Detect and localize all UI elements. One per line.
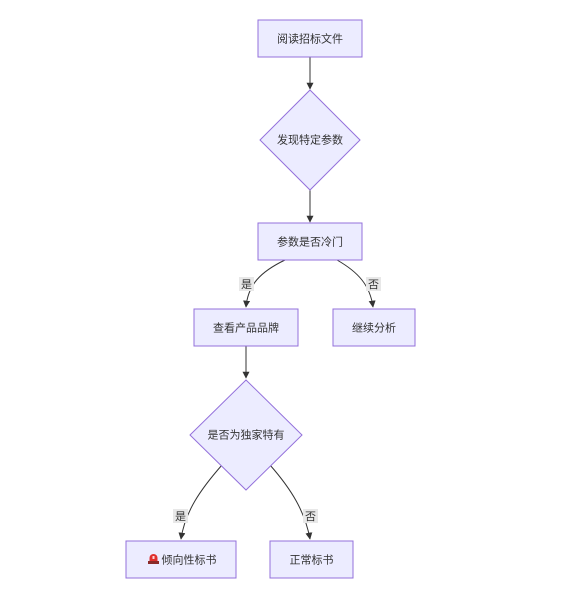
node-continue: 继续分析 <box>332 308 416 347</box>
node-normal-label: 正常标书 <box>290 553 334 567</box>
edge-label-rare-yes-text: 是 <box>241 278 252 291</box>
node-exclusive: 是否为独家特有 <box>189 379 303 491</box>
node-check-brand: 查看产品品牌 <box>193 308 299 347</box>
edge-rare-to-brand <box>243 259 286 308</box>
node-params-rare-label: 参数是否冷门 <box>277 235 343 249</box>
edge-label-rare-yes: 是 <box>239 277 254 291</box>
node-biased: 倾向性标书 <box>125 540 237 579</box>
node-check-brand-label: 查看产品品牌 <box>213 321 279 335</box>
node-biased-label: 倾向性标书 <box>162 553 217 567</box>
edge-label-rare-no: 否 <box>366 277 381 291</box>
edge-label-exclusive-yes-text: 是 <box>175 510 186 523</box>
node-read-docs-label: 阅读招标文件 <box>277 32 343 46</box>
edge-label-exclusive-yes: 是 <box>173 509 188 523</box>
node-continue-label: 继续分析 <box>352 321 396 335</box>
node-exclusive-label: 是否为独家特有 <box>208 428 285 442</box>
node-normal: 正常标书 <box>269 540 354 579</box>
node-read-docs: 阅读招标文件 <box>257 19 363 58</box>
edge-exclusive-to-normal <box>269 464 313 540</box>
node-find-params: 发现特定参数 <box>259 89 361 191</box>
node-find-params-label: 发现特定参数 <box>277 133 343 147</box>
siren-icon <box>148 554 159 564</box>
edge-label-exclusive-no: 否 <box>303 509 318 523</box>
edge-exclusive-to-biased <box>178 464 223 540</box>
edge-label-exclusive-no-text: 否 <box>305 510 316 523</box>
node-params-rare: 参数是否冷门 <box>257 222 363 261</box>
edge-rare-to-continue <box>336 259 376 308</box>
edge-label-rare-no-text: 否 <box>368 278 379 291</box>
edges <box>178 57 376 540</box>
